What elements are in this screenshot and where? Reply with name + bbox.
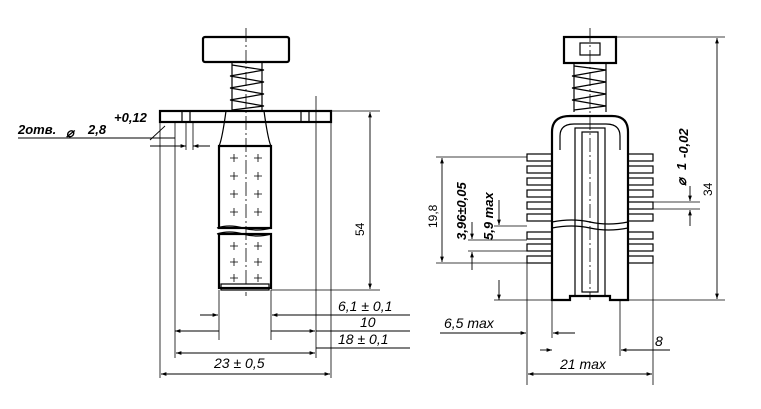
dim-18: 18 ± 0,1 — [338, 331, 389, 347]
hole-diameter: 2,8 — [87, 122, 107, 137]
hole-tolerance: +0,12 — [114, 110, 148, 125]
pin-diameter-tol: -0,02 — [676, 128, 691, 158]
height-dim-54: 54 — [353, 222, 367, 236]
hole-note: 2отв. — [17, 122, 56, 137]
dim-23: 23 ± 0,5 — [213, 355, 265, 371]
diameter-symbol: ⌀ — [66, 125, 76, 140]
dim-6-5-max: 6,5 max — [444, 315, 495, 331]
dim-3-96: 3,96±0,05 — [454, 181, 469, 240]
dim-21-max: 21 max — [559, 356, 607, 372]
right-view: 34 19,8 3,96±0,05 5,9 max ⌀ 1 -0,02 6,5 … — [426, 28, 725, 385]
dim-19-8: 19,8 — [426, 204, 440, 228]
left-body — [217, 144, 273, 230]
right-spring — [571, 65, 607, 111]
right-pins-right — [627, 153, 654, 264]
left-flange — [158, 109, 333, 124]
left-boss — [218, 110, 272, 147]
dim-5-9-max: 5,9 max — [481, 192, 496, 240]
dim-10: 10 — [360, 314, 376, 330]
height-dim-34: 34 — [701, 182, 715, 196]
left-contacts — [230, 154, 262, 282]
left-view: 2отв. ⌀ 2,8 +0,12 54 6,1 ± 0,1 10 18 ± 0… — [17, 28, 410, 378]
right-pins-left — [526, 153, 553, 264]
dim-6-1: 6,1 ± 0,1 — [338, 298, 392, 314]
pin-diameter: 1 — [674, 163, 689, 170]
pin-diameter-symbol: ⌀ — [674, 176, 689, 186]
left-spring — [229, 64, 265, 111]
dim-8: 8 — [655, 333, 663, 349]
